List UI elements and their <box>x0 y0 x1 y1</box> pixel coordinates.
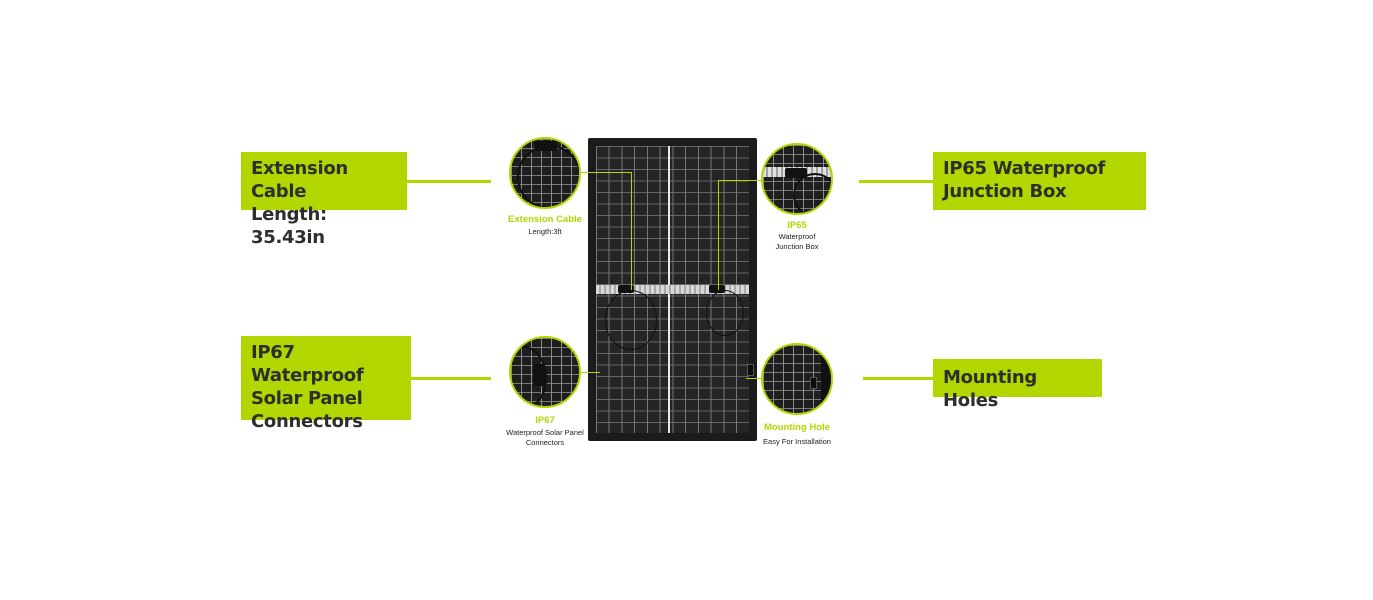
ip65-caption: IP65 <box>787 220 807 231</box>
extension-cable-callout: Extension Cable Length: 35.43in <box>241 152 407 248</box>
ip65-subcaption: Waterproof Junction Box <box>775 232 819 251</box>
ip65-junction-callout: IP65 Waterproof Junction Box <box>933 152 1146 210</box>
callout-line: Junction Box <box>943 181 1067 202</box>
mounting-hole-subcaption: Easy For Installation <box>763 437 831 446</box>
guide-line <box>718 180 719 290</box>
extension-cable-subcaption: Length:3ft <box>528 227 562 236</box>
mounting-hole-zoom <box>761 343 833 415</box>
cable-icon <box>517 145 579 207</box>
guide-line <box>580 372 600 373</box>
mounting-hole-caption: Mounting Hole <box>764 422 830 433</box>
ip67-connectors-callout: IP67 Waterproof Solar Panel Connectors <box>241 336 411 432</box>
junction-box-icon <box>618 285 634 293</box>
callout-line: Connectors <box>251 411 363 432</box>
solar-panel-image <box>588 138 757 441</box>
callout-line: IP65 Waterproof <box>943 158 1106 179</box>
ip67-connector-line <box>411 377 491 380</box>
ip67-caption: IP67 <box>535 415 555 426</box>
callout-line: Length: 35.43in <box>251 204 327 248</box>
extension-cable-caption: Extension Cable <box>508 214 582 225</box>
guide-line <box>580 172 632 173</box>
callout-line: Extension Cable <box>251 158 348 202</box>
junction-box-icon <box>785 168 807 178</box>
mounting-holes-callout: Mounting Holes <box>933 359 1102 411</box>
panel-center-strip <box>596 285 749 294</box>
guide-line <box>746 378 762 379</box>
panel-cable-left <box>605 290 657 350</box>
junction-box-icon <box>709 285 725 293</box>
mounting-hole-icon <box>810 377 817 389</box>
cable-icon <box>793 173 831 213</box>
ip65-connector-line <box>859 180 933 183</box>
panel-cable-right <box>706 290 744 336</box>
callout-line: IP67 Waterproof <box>251 342 364 386</box>
guide-line <box>718 180 762 181</box>
extension-connector-line <box>407 180 491 183</box>
ip67-connectors-zoom <box>509 336 581 408</box>
guide-line <box>631 172 632 290</box>
callout-line: Solar Panel <box>251 388 363 409</box>
frame-edge <box>821 345 831 413</box>
ip65-junction-zoom <box>761 143 833 215</box>
mounting-hole-icon <box>747 364 754 376</box>
cable-icon <box>511 346 547 406</box>
ip67-subcaption: Waterproof Solar Panel Connectors <box>506 428 584 447</box>
mounting-connector-line <box>863 377 933 380</box>
extension-cable-zoom <box>509 137 581 209</box>
callout-line: Mounting Holes <box>943 367 1037 411</box>
